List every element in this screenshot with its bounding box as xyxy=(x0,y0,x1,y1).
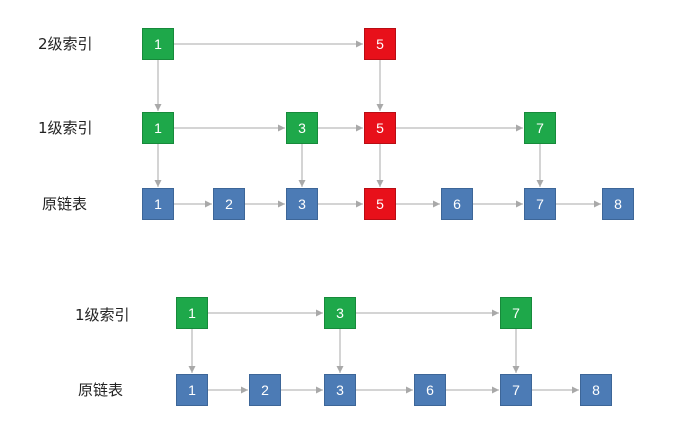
bottom-l1-node-1: 1 xyxy=(176,297,208,329)
top-list-node-8: 8 xyxy=(602,188,634,220)
top-l1-node-1: 1 xyxy=(142,112,174,144)
top-l2-node-1: 1 xyxy=(142,28,174,60)
bottom-list-node-6: 6 xyxy=(414,374,446,406)
bottom-list-node-8: 8 xyxy=(580,374,612,406)
bottom-list-node-2: 2 xyxy=(249,374,281,406)
top-l2-node-5: 5 xyxy=(364,28,396,60)
top-list-node-1: 1 xyxy=(142,188,174,220)
top-l1-node-7: 7 xyxy=(524,112,556,144)
top-l1-node-5: 5 xyxy=(364,112,396,144)
bottom-l1-node-7: 7 xyxy=(500,297,532,329)
top-level2-label: 2级索引 xyxy=(38,35,93,53)
bottom-list-node-7: 7 xyxy=(500,374,532,406)
bottom-level1-label: 1级索引 xyxy=(75,306,130,324)
top-l1-node-3: 3 xyxy=(286,112,318,144)
top-list-node-5: 5 xyxy=(364,188,396,220)
top-list-node-3: 3 xyxy=(286,188,318,220)
top-list-label: 原链表 xyxy=(42,195,88,213)
top-level1-label: 1级索引 xyxy=(38,119,93,137)
top-list-node-6: 6 xyxy=(441,188,473,220)
top-list-node-2: 2 xyxy=(213,188,245,220)
bottom-l1-node-3: 3 xyxy=(324,297,356,329)
top-list-node-7: 7 xyxy=(524,188,556,220)
bottom-list-node-1: 1 xyxy=(176,374,208,406)
bottom-list-label: 原链表 xyxy=(78,381,124,399)
bottom-list-node-3: 3 xyxy=(324,374,356,406)
